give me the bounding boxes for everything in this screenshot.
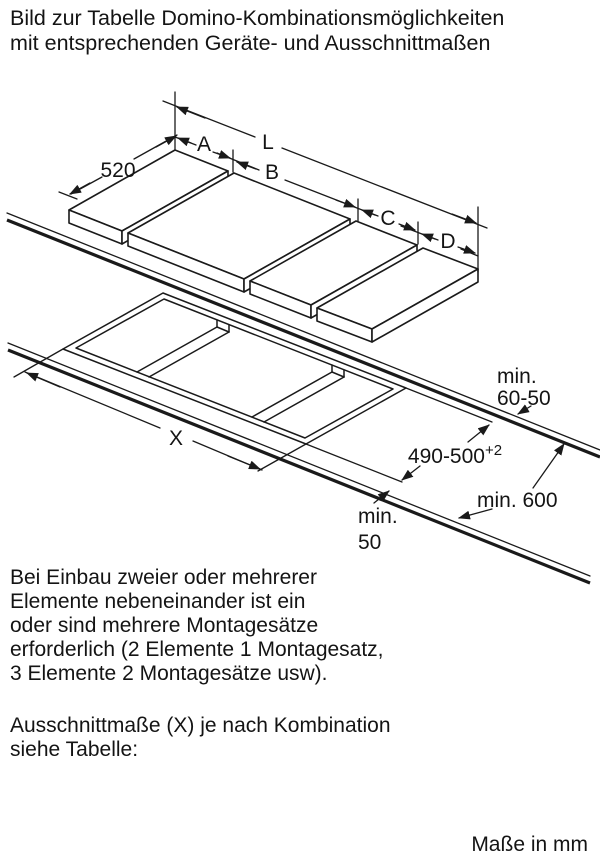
page-title: Bild zur Tabelle Domino-Kombinationsmögl… <box>10 6 505 55</box>
hob-unit-4 <box>316 247 479 343</box>
dimension-worktop-depth: min. 600 <box>458 443 565 520</box>
cutout-depth-label: 490-500+2 <box>408 442 502 468</box>
dimension-rear-gap: min. 60-50 <box>497 365 551 415</box>
note-mounting-sets: Bei Einbau zweier oder mehrerer Elemente… <box>10 566 384 685</box>
dimension-front-gap: min. 50 <box>358 490 398 554</box>
segment-d-label: D <box>440 230 455 253</box>
front-gap-label-line2: 50 <box>358 531 381 554</box>
note-cutout-table: Ausschnittmaße (X) je nach Kombination s… <box>10 714 391 761</box>
dimension-segments: A B C D <box>174 133 479 257</box>
appliance-depth-label: 520 <box>100 159 135 182</box>
front-gap-label-line1: min. <box>358 505 398 528</box>
segment-a-label: A <box>197 133 211 156</box>
segment-c-label: C <box>380 207 395 230</box>
units-note: Maße in mm <box>471 833 588 856</box>
dimension-appliance-depth: 520 <box>69 134 178 195</box>
total-length-label: L <box>262 131 274 154</box>
worktop-depth-label: min. 600 <box>477 489 558 512</box>
cutout-crossbar-1 <box>136 319 230 378</box>
rear-gap-label-line1: min. <box>497 365 537 388</box>
dimension-total-length: L <box>162 100 488 229</box>
worktop-front-edge <box>7 342 591 585</box>
cutout-crossbar-2 <box>251 364 345 423</box>
worktop-cutout-illustration: X 490-500+2 min. 50 min. 600 <box>6 212 600 585</box>
rear-gap-label-line2: 60-50 <box>497 387 551 410</box>
hob-units-illustration: L A B C D <box>58 91 488 343</box>
cutout-length-label: X <box>169 427 183 450</box>
dimension-cutout-depth: 490-500+2 <box>401 424 502 481</box>
cutout-extension-lines <box>13 348 493 483</box>
worktop-rear-edge <box>6 212 600 459</box>
dimension-cutout-length: X <box>24 371 263 471</box>
segment-b-label: B <box>265 161 279 184</box>
